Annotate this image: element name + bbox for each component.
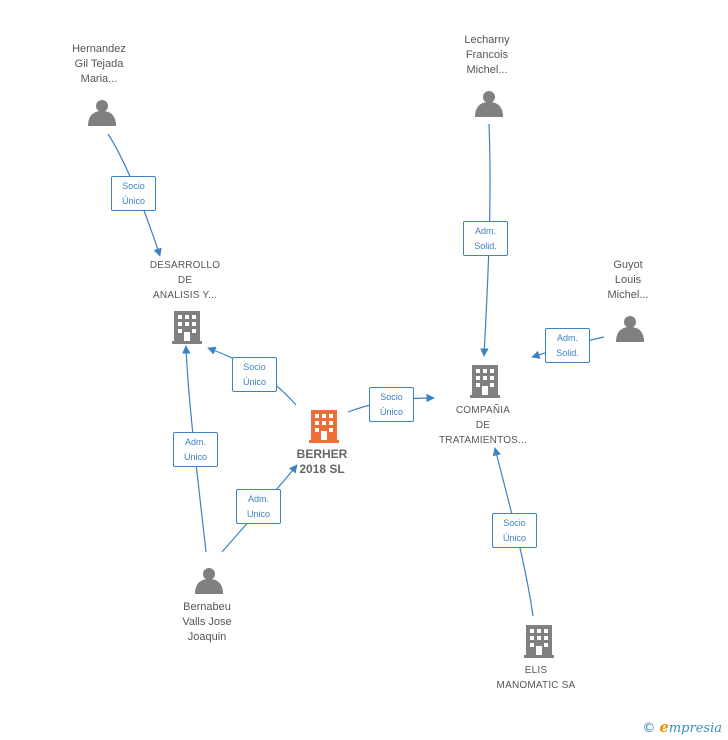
building-icon-desarrollo: [172, 311, 202, 344]
edge-label-line: Unico: [183, 452, 207, 462]
edge-label-lecharny-compania[interactable]: Adm. Solid.: [463, 221, 508, 256]
node-label-compania[interactable]: COMPAÑIA DE TRATAMIENTOS...: [418, 403, 548, 448]
edge-label-bernabeu-desarrollo[interactable]: Adm. Unico: [173, 432, 218, 467]
node-label-line: Hernandez: [72, 43, 126, 55]
node-label-line: Guyot: [613, 259, 643, 271]
node-label-line: MANOMATIC SA: [496, 680, 576, 691]
edge-label-line: Único: [242, 377, 266, 387]
edge-label-line: Adm.: [474, 226, 496, 236]
node-label-line: COMPAÑIA: [455, 405, 511, 416]
edge-label-berher-compania[interactable]: Socio Único: [369, 387, 414, 422]
edge-label-line: Unico: [246, 509, 270, 519]
brand-name: mpresia: [668, 721, 722, 736]
empresia-brand: ©empresia: [642, 718, 722, 736]
node-label-line: BERHER: [296, 447, 348, 461]
node-label-lecharny[interactable]: Lecharny Francois Michel...: [437, 33, 537, 78]
node-label-line: Lecharny: [464, 34, 510, 46]
brand-initial: e: [659, 718, 669, 736]
edge-label-guyot-compania[interactable]: Adm. Solid.: [545, 328, 590, 363]
edge-label-line: Socio: [503, 518, 526, 528]
edge-label-line: Socio: [380, 392, 403, 402]
edge-label-berher-desarrollo[interactable]: Socio Único: [232, 357, 277, 392]
person-icon-guyot: [616, 316, 644, 342]
edge-label-line: Solid.: [556, 348, 579, 358]
edge-label-line: Adm.: [556, 333, 578, 343]
person-icon-lecharny: [475, 91, 503, 117]
edge-label-line: Adm.: [247, 494, 269, 504]
node-label-line: Michel...: [607, 289, 649, 301]
person-icon-bernabeu: [195, 568, 223, 594]
node-label-desarrollo[interactable]: DESARROLLO DE ANALISIS Y...: [125, 258, 245, 303]
edge-label-hernandez-desarrollo[interactable]: Socio Único: [111, 176, 156, 211]
person-icon-hernandez: [88, 100, 116, 126]
node-label-line: ANALISIS Y...: [153, 290, 217, 301]
edge-label-line: Único: [121, 196, 145, 206]
node-label-line: Bernabeu: [183, 601, 231, 613]
node-label-line: Michel...: [466, 64, 508, 76]
node-label-line: Louis: [614, 274, 642, 286]
node-label-line: 2018 SL: [299, 462, 345, 476]
edge-label-line: Adm.: [184, 437, 206, 447]
node-label-line: DESARROLLO: [149, 260, 221, 271]
building-icon-elis: [524, 625, 554, 658]
node-label-elis[interactable]: ELIS MANOMATIC SA: [476, 663, 596, 693]
node-label-line: ELIS: [524, 665, 548, 676]
node-label-line: Maria...: [80, 73, 118, 85]
building-icon-berher: [309, 410, 339, 443]
edge-label-line: Socio: [243, 362, 266, 372]
node-label-line: Valls Jose: [182, 616, 232, 628]
edge-label-line: Solid.: [474, 241, 497, 251]
edge-label-line: Único: [379, 407, 403, 417]
node-label-line: DE: [475, 420, 491, 431]
copyright-symbol: ©: [642, 721, 656, 736]
node-label-line: Francois: [465, 49, 509, 61]
node-label-line: DE: [177, 275, 193, 286]
node-label-guyot[interactable]: Guyot Louis Michel...: [578, 258, 678, 303]
edge-label-bernabeu-berher[interactable]: Adm. Unico: [236, 489, 281, 524]
node-label-line: Joaquin: [187, 631, 227, 643]
edge-label-elis-compania[interactable]: Socio Único: [492, 513, 537, 548]
node-label-berher[interactable]: BERHER 2018 SL: [272, 447, 372, 477]
node-label-line: Gil Tejada: [74, 58, 124, 70]
node-label-hernandez[interactable]: Hernandez Gil Tejada Maria...: [49, 42, 149, 87]
edge-label-line: Único: [502, 533, 526, 543]
node-label-line: TRATAMIENTOS...: [438, 435, 527, 446]
building-icon-compania: [470, 365, 500, 398]
edge-label-line: Socio: [122, 181, 145, 191]
node-label-bernabeu[interactable]: Bernabeu Valls Jose Joaquin: [157, 600, 257, 645]
